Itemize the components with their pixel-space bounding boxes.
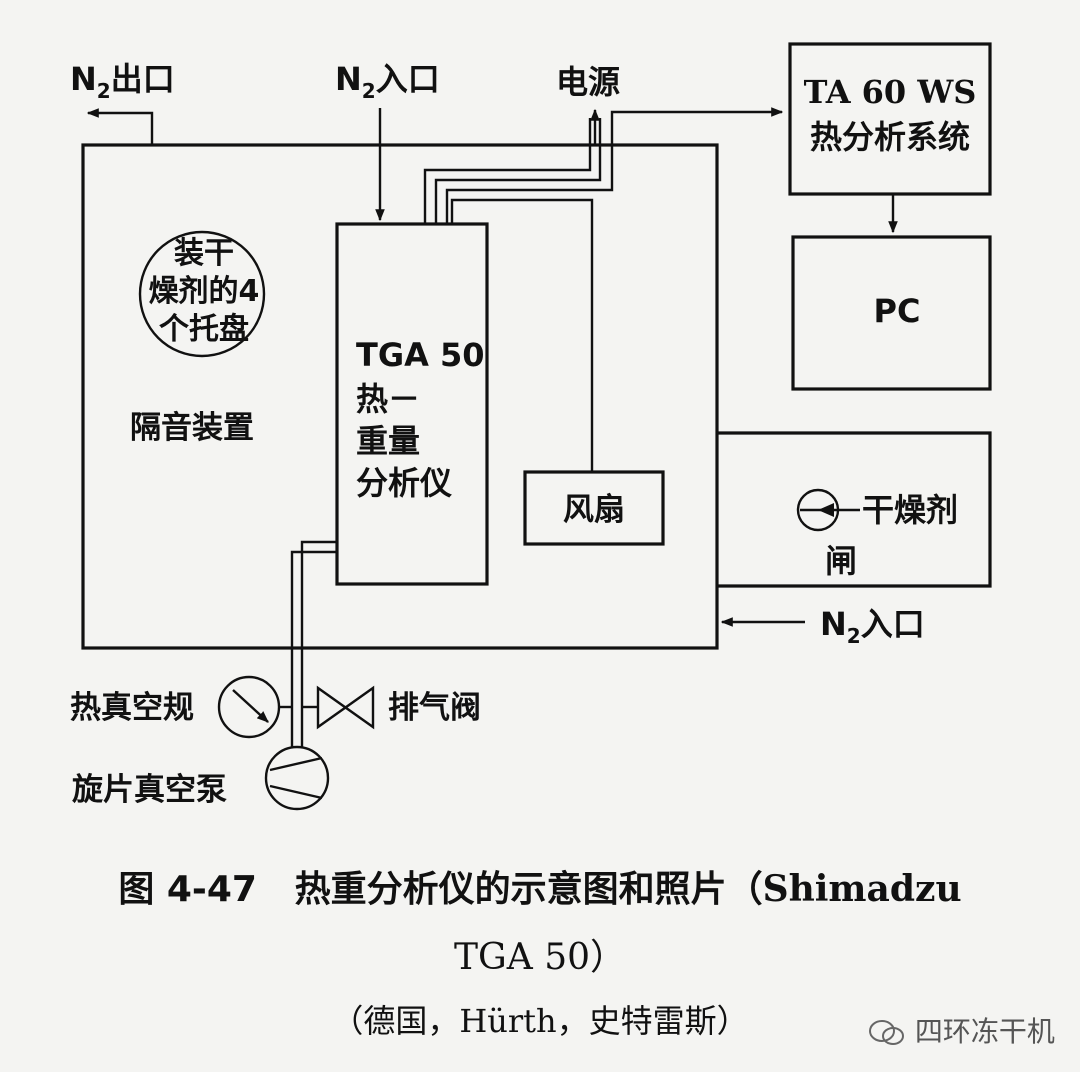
tga-label-line3: 重量 [356, 422, 420, 460]
desiccant-label: 干燥剂 [862, 491, 958, 529]
watermark: 四环冻干机 [868, 1010, 1055, 1050]
figure-title: 热重分析仪的示意图和照片（Shimadzu [294, 868, 962, 910]
gate-label: 闸 [825, 542, 857, 580]
wechat-icon [868, 1019, 906, 1047]
thermal-vacuum-gauge-icon [217, 675, 281, 739]
figure-number: 图 4-47 [118, 869, 257, 910]
vacuum-line-inner [290, 550, 337, 748]
rotary-pump-label: 旋片真空泵 [72, 772, 227, 808]
tga-label-line2: 热－ [356, 380, 420, 418]
pc-label: PC [874, 292, 921, 330]
power-cable-inner [434, 118, 602, 224]
power-label: 电源 [556, 63, 620, 101]
ta60-label-line2: 热分析系统 [810, 118, 970, 156]
vent-valve-label: 排气阀 [388, 690, 481, 726]
desiccant-trays-circle [138, 230, 266, 358]
vacuum-line-outer [300, 540, 337, 748]
figure-caption-title-line2: TGA 50） [453, 937, 627, 978]
watermark-text: 四环冻干机 [914, 1015, 1055, 1048]
n2-inlet-right-label: N2入口 [820, 605, 925, 648]
ta60-system-box [788, 42, 992, 196]
ta60-label-line1: TA 60 WS [804, 73, 977, 111]
figure-caption-source: （德国，Hürth，史特雷斯） [331, 1002, 749, 1040]
signal-cable-to-ta60 [445, 107, 784, 224]
trays-label-line3: 个托盘 [159, 312, 249, 347]
soundproof-enclosure [81, 143, 719, 650]
trays-label-line2: 燥剂的4 [149, 274, 260, 309]
figure-caption-title: 图 4-47 热重分析仪的示意图和照片（Shimadzu [0, 860, 1080, 912]
power-cable-outer [423, 118, 592, 224]
vacuum-gauge-label: 热真空规 [70, 690, 194, 726]
n2-outlet-arrow [86, 108, 154, 145]
tga-50-box [335, 222, 489, 586]
desiccant-compartment [717, 431, 992, 588]
trays-label-line1: 装干 [174, 236, 234, 271]
pc-box [791, 235, 992, 391]
fan-cable [450, 198, 594, 472]
tga-schematic-diagram: N2出口 N2入口 电源 TA 60 WS 热分析系统 PC 装干 燥剂的4 个… [70, 42, 992, 811]
tga-label-line1: TGA 50 [356, 336, 485, 374]
n2-outlet-label: N2出口 [70, 60, 175, 103]
n2-inlet-top-label: N2入口 [335, 60, 440, 103]
vent-valve-icon [316, 685, 375, 730]
soundproof-label: 隔音装置 [130, 410, 254, 446]
tga-label-line4: 分析仪 [356, 464, 452, 502]
rotary-vane-pump-icon [264, 745, 330, 811]
fan-box [523, 470, 665, 546]
fan-label: 风扇 [563, 492, 625, 528]
